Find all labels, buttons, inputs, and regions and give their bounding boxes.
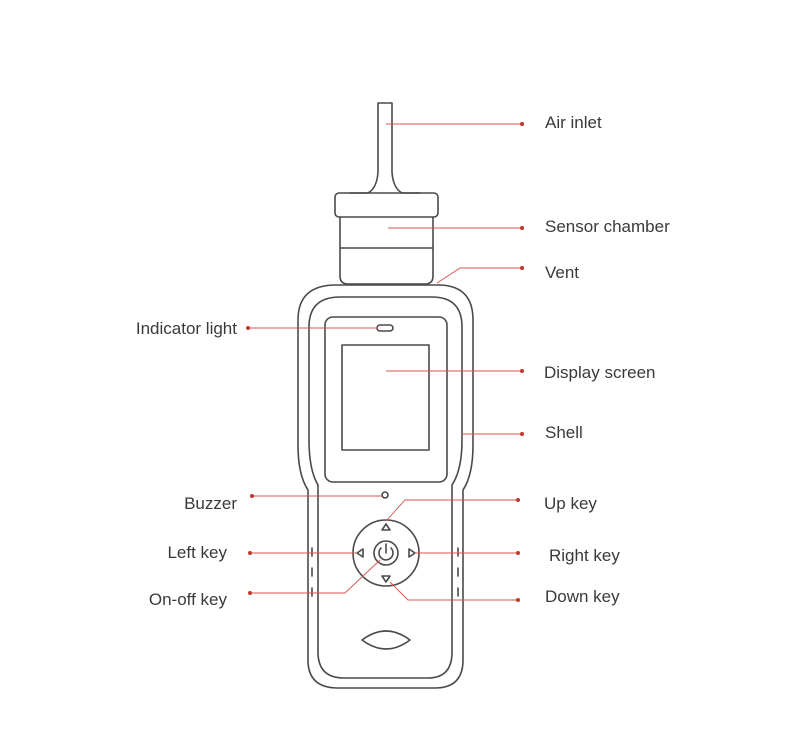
label-vent: Vent [545, 263, 580, 282]
leader-dots [246, 122, 524, 602]
label-left-key: Left key [167, 543, 227, 562]
up-arrow-icon [381, 523, 391, 531]
label-sensor-chamber: Sensor chamber [545, 217, 670, 236]
leader-down-key [389, 581, 518, 601]
label-right-key: Right key [549, 546, 620, 565]
display-screen [341, 344, 430, 451]
device-outline [297, 102, 474, 689]
leader-on-off-key [250, 559, 381, 594]
right-arrow-icon [408, 548, 416, 558]
label-up-key: Up key [544, 494, 597, 513]
label-indicator-light: Indicator light [135, 319, 237, 338]
buzzer-hole [381, 491, 389, 499]
sensor-chamber-body [339, 216, 434, 285]
leader-up-key [385, 499, 518, 522]
label-display-screen: Display screen [544, 363, 656, 382]
on-off-key [373, 540, 399, 566]
label-down-key: Down key [545, 587, 620, 606]
bottom-lens [361, 630, 411, 650]
left-arrow-icon [356, 548, 364, 558]
inner-shell [308, 296, 463, 679]
sensor-chamber-cap [334, 192, 439, 218]
label-air-inlet: Air inlet [545, 113, 602, 132]
indicator-light-lens [376, 324, 394, 332]
power-icon [378, 547, 394, 561]
air-inlet-probe [349, 102, 421, 194]
down-arrow-icon [381, 575, 391, 583]
leader-lines [248, 123, 522, 601]
leader-vent [436, 267, 522, 284]
label-on-off-key: On-off key [148, 590, 227, 609]
outer-shell [297, 284, 474, 689]
label-buzzer: Buzzer [184, 494, 237, 513]
label-shell: Shell [545, 423, 583, 442]
display-bezel [324, 316, 448, 483]
